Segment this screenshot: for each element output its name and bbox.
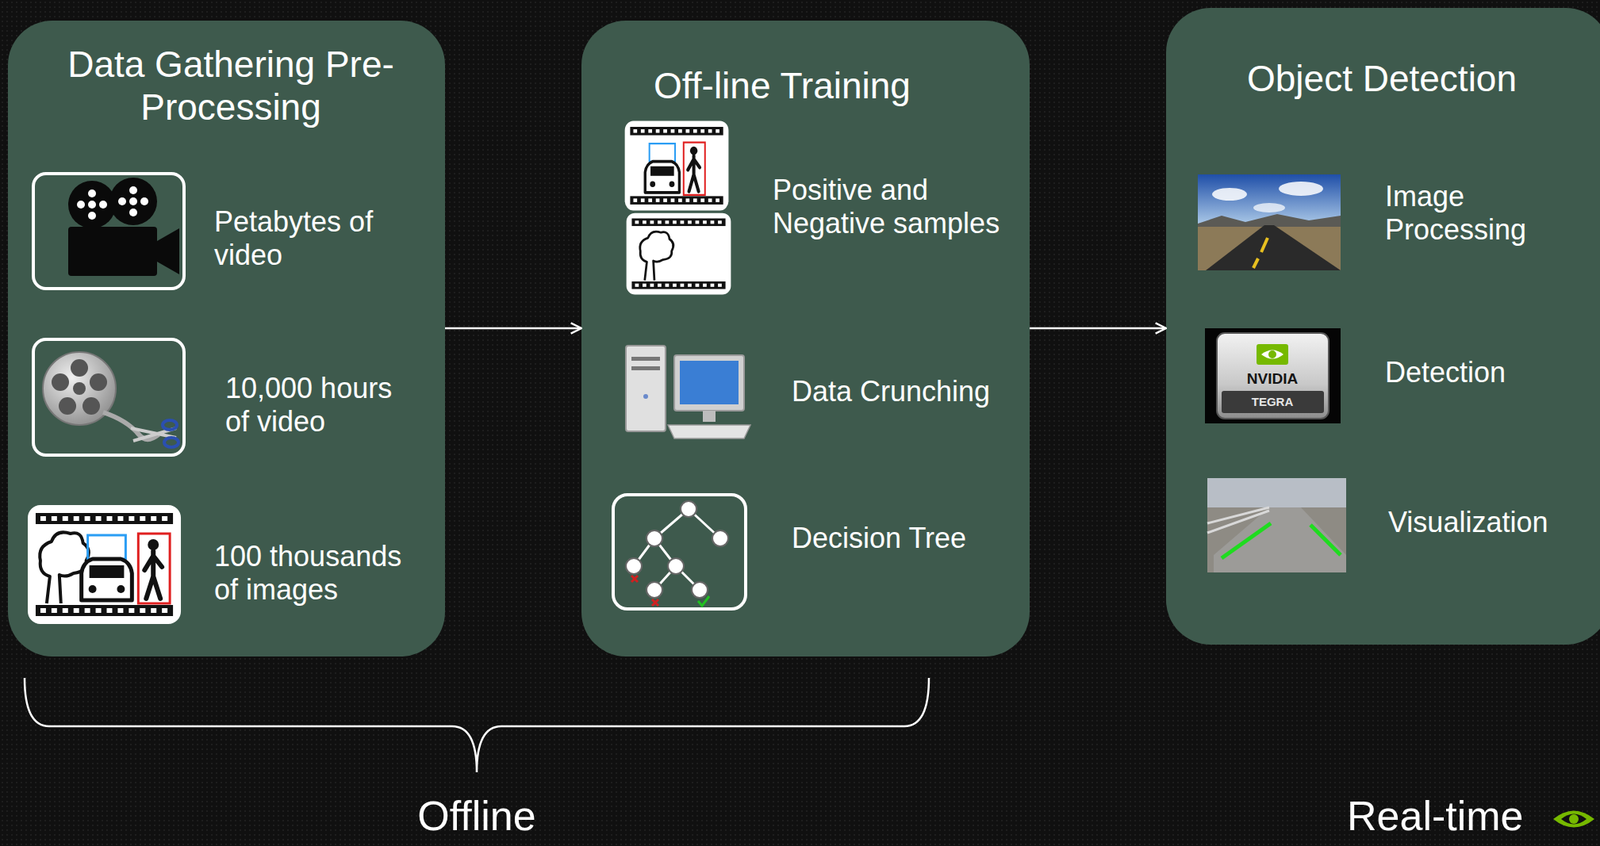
- phase-label: Real-time: [1346, 793, 1524, 841]
- phase-label: Offline: [417, 793, 536, 841]
- positive-sample-icon: [625, 122, 728, 210]
- step-label: Image Processing: [1385, 180, 1588, 248]
- film-reel-icon: [33, 339, 185, 456]
- flow-arrow: [1029, 327, 1167, 330]
- road-photo: [1197, 174, 1341, 271]
- filmstrip-icon: [29, 506, 180, 623]
- flow-arrow: [445, 327, 582, 330]
- step-label: Positive and Negative samples: [772, 173, 1011, 242]
- step-label: Visualization: [1388, 506, 1548, 540]
- tegra-badge: [1204, 328, 1341, 424]
- decision-tree-icon: [613, 494, 746, 610]
- camera-icon: [33, 173, 185, 289]
- badge-text: NVIDIA: [1247, 370, 1298, 388]
- step-label: 100 thousands of images: [214, 540, 423, 608]
- nvidia-eye-logo: [1553, 811, 1595, 829]
- panel-title: Off-line Training: [653, 64, 911, 108]
- offline-bracket: [24, 678, 929, 773]
- stage-panel: Object DetectionImage ProcessingDetectio…: [1166, 7, 1600, 645]
- stage-panel: Data Gathering Pre-ProcessingPetabytes o…: [7, 20, 446, 657]
- step-label: Detection: [1385, 356, 1506, 390]
- step-label: Data Crunching: [791, 375, 990, 409]
- panel-title: Object Detection: [1247, 57, 1517, 100]
- panel-title: Data Gathering Pre-Processing: [64, 42, 398, 130]
- step-label: Petabytes of video: [214, 205, 397, 273]
- step-label: 10,000 hours of video: [225, 372, 408, 440]
- step-label: Decision Tree: [791, 521, 967, 556]
- stage-panel: Off-line TrainingPositive and Negative s…: [581, 20, 1030, 657]
- negative-sample-icon: [627, 214, 730, 294]
- lane-visualization-photo: [1207, 478, 1347, 573]
- computer-icon: [625, 345, 751, 439]
- badge-text: TEGRA: [1251, 395, 1294, 409]
